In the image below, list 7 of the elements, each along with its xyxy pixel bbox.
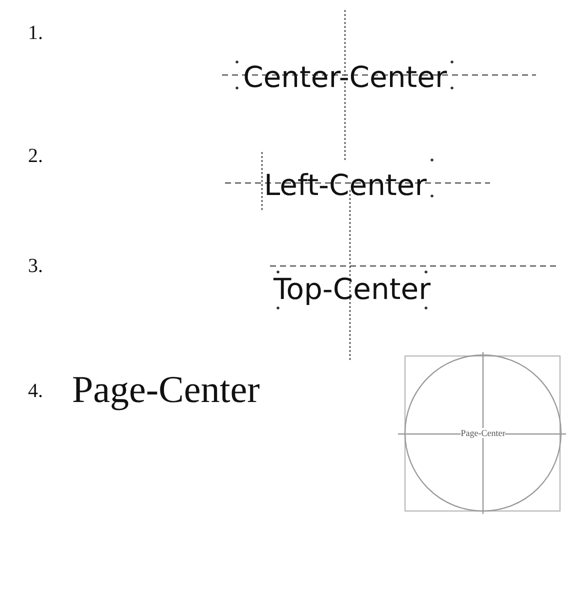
step-number: 2. <box>28 145 43 168</box>
step-number: 1. <box>28 22 43 45</box>
preview-text: Page-Center <box>460 428 506 438</box>
step-number: 3. <box>28 255 43 278</box>
alignment-name: Top-Center <box>274 272 430 306</box>
step-number: 4. <box>28 380 43 403</box>
alignment-name: Page-Center <box>72 368 260 412</box>
